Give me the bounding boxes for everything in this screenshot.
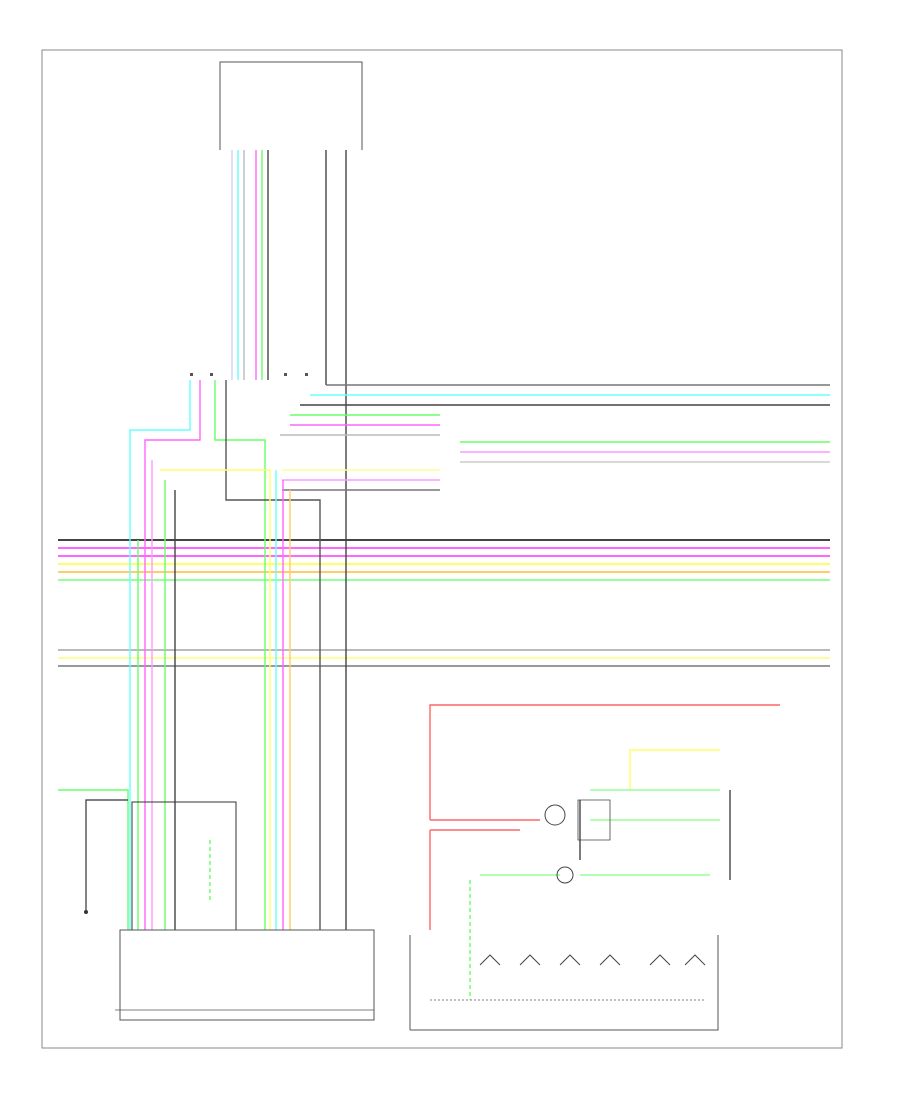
page-frame xyxy=(41,49,843,1049)
left-vertical-drops xyxy=(129,380,347,930)
main-buses xyxy=(58,539,830,667)
splice-markers xyxy=(190,373,308,376)
bottom-right-switch-box xyxy=(409,935,719,1031)
lower-right-section xyxy=(429,704,780,1000)
right-bus-wires xyxy=(280,384,830,491)
upper-vertical-wires xyxy=(231,150,347,530)
inner-module-box xyxy=(131,801,237,930)
top-module-connector xyxy=(219,61,363,150)
lower-left-module xyxy=(115,929,375,1021)
lower-right-components xyxy=(544,799,611,884)
left-component xyxy=(58,789,129,930)
